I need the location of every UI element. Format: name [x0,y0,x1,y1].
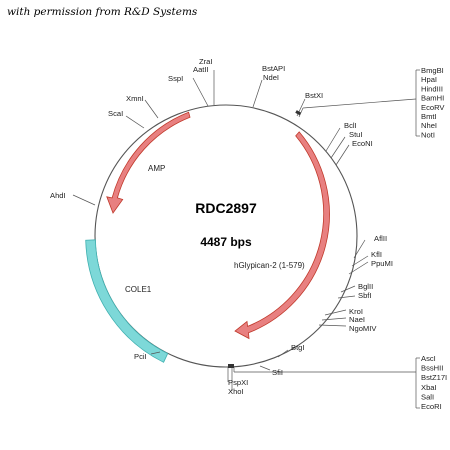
site-bglii: BglII [358,282,373,291]
site-bstapi: BstAPI [262,64,285,73]
site-bcli: BclI [344,121,357,130]
credit-text: with permission from R&D Systems [7,6,198,18]
site-ndei: NdeI [263,73,279,82]
site-pcii: PciI [134,352,147,361]
site-sspi: SspI [168,74,183,83]
site-naei: NaeI [349,315,365,324]
site-sbfi: SbfI [358,291,372,300]
site-xbai: XbaI [421,383,437,392]
site-bstxi: BstXI [305,91,323,100]
pspxi-mark [228,364,234,368]
site-scai: ScaI [108,109,123,118]
site-ahdi: AhdI [50,191,66,200]
site-bmti: BmtI [421,112,437,121]
site-kfli: KflI [371,250,382,259]
site-pspxi: PspXI [228,378,248,387]
glypican-feature-arrow [234,131,330,340]
plasmid-backbone [94,104,358,368]
site-econi: EcoNI [352,139,373,148]
bstxi-mark [295,110,302,116]
site-hpai: HpaI [421,75,437,84]
cole1-feature [85,239,169,363]
site-bamhi: BamHI [421,94,444,103]
site-nhei: NheI [421,121,437,130]
site-zrai: ZraI [199,57,213,66]
glypican-label: hGlypican-2 (1-579) [234,261,305,270]
site-aflii: AflII [374,234,387,243]
site-btgi: BtgI [291,343,305,352]
site-leaders [72,69,420,409]
site-hindiii: HindIII [421,84,443,93]
site-noti: NotI [421,130,435,139]
site-sfii: SfiI [272,368,283,377]
site-sali: SalI [421,392,434,401]
cole1-label: COLE1 [125,285,152,294]
site-bsshii: BssHII [421,364,443,373]
site-kroi: KroI [349,307,363,316]
site-bmgbi: BmgBI [421,66,444,75]
site-ecori: EcoRI [421,402,442,411]
amp-label: AMP [148,164,165,173]
site-asci: AscI [421,354,436,363]
site-xhoi: XhoI [228,387,244,396]
site-ngomiv: NgoMIV [349,324,377,333]
plasmid-size: 4487 bps [200,235,252,249]
amp-feature-arrow [106,111,191,214]
site-bstz17i: BstZ17I [421,373,447,382]
site-stui: StuI [349,130,363,139]
site-aatii: AatII [193,65,209,74]
site-ecorv: EcoRV [421,103,445,112]
site-xmni: XmnI [126,94,144,103]
site-ppumi: PpuMI [371,259,393,268]
plasmid-name: RDC2897 [195,200,257,216]
